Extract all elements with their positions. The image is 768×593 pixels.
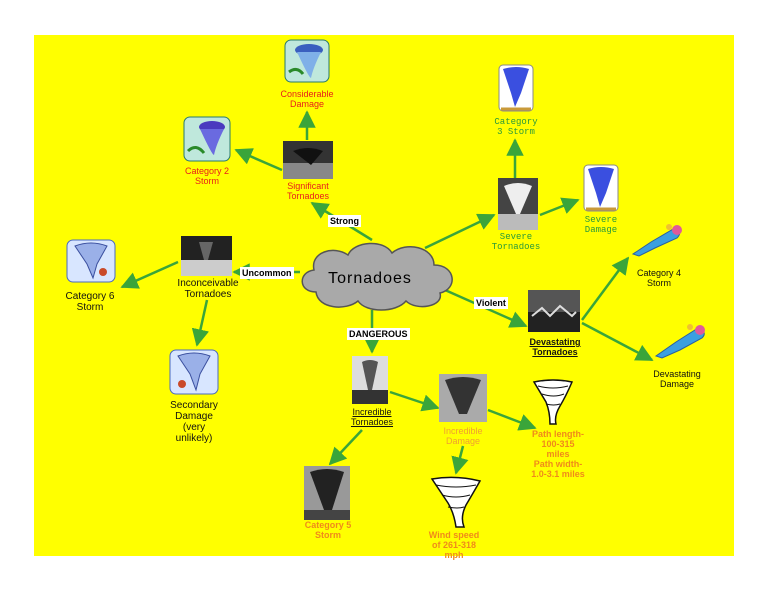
- tornado-sketch: [430, 476, 482, 528]
- tornado-cartoon-icon: [66, 239, 116, 283]
- node-label: Incredible Damage: [443, 426, 483, 446]
- node-secondary-damage[interactable]: Secondary Damage (very unlikely): [158, 400, 230, 444]
- node-inconceivable-tornadoes[interactable]: Inconceivable Tornadoes: [170, 278, 246, 300]
- tornado-cartoon-icon: [654, 324, 705, 359]
- cloud-shape: [301, 242, 453, 311]
- center-label: Tornadoes: [328, 270, 412, 287]
- node-label: Devastating Tornadoes: [529, 337, 581, 357]
- link-devastating-cat4: [580, 256, 630, 321]
- edge-label-dangerous: DANGEROUS: [347, 328, 410, 340]
- link-incredible-cat5: [328, 429, 363, 466]
- node-incredible-damage[interactable]: Incredible Damage: [428, 426, 498, 446]
- tornado-photo: [181, 236, 232, 276]
- node-severe-tornadoes[interactable]: Severe Tornadoes: [480, 232, 552, 252]
- tornado-sketch: [532, 379, 574, 425]
- link-incdamage-path: [487, 408, 537, 431]
- edge-label-uncommon: Uncommon: [240, 267, 294, 279]
- node-wind-speed[interactable]: Wind speed of 261-318 mph: [418, 530, 490, 560]
- node-incredible-tornadoes[interactable]: Incredible Tornadoes: [336, 407, 408, 427]
- node-category-4-storm[interactable]: Category 4 Storm: [622, 268, 696, 288]
- node-label: Devastating Damage: [653, 369, 701, 389]
- node-category-6-storm[interactable]: Category 6 Storm: [52, 291, 128, 313]
- tornado-photo: [498, 178, 538, 230]
- link-severe-severedamage: [539, 197, 580, 217]
- node-label: Path length- 100-315 miles Path width- 1…: [531, 429, 585, 479]
- center-topic-tornadoes[interactable]: Tornadoes: [310, 270, 430, 288]
- tornado-cartoon-icon: [169, 349, 219, 395]
- tornado-photo: [304, 466, 350, 520]
- tornado-cartoon-icon: [583, 164, 619, 212]
- node-label: Significant Tornadoes: [286, 181, 330, 201]
- node-label: Category 2 Storm: [184, 166, 230, 186]
- tornado-photo: [352, 356, 388, 404]
- node-path-dimensions[interactable]: Path length- 100-315 miles Path width- 1…: [520, 429, 596, 479]
- node-considerable-damage[interactable]: Considerable Damage: [272, 89, 342, 109]
- node-label: Severe Damage: [584, 215, 618, 235]
- tornado-cartoon-icon: [183, 116, 231, 162]
- edge-label-strong: Strong: [328, 215, 361, 227]
- tornado-photo: [283, 141, 333, 179]
- node-label: Category 3 Storm: [494, 117, 538, 137]
- link-significant-cat2: [234, 148, 283, 172]
- node-category-5-storm[interactable]: Category 5 Storm: [292, 520, 364, 540]
- tornado-photo: [528, 290, 580, 332]
- node-label: Secondary Damage (very unlikely): [170, 400, 218, 444]
- link-center-severe: [424, 213, 496, 250]
- link-incredible-incdamage: [389, 390, 440, 412]
- link-devastating-devdamage: [581, 321, 654, 362]
- node-devastating-tornadoes[interactable]: Devastating Tornadoes: [518, 337, 592, 357]
- node-label: Category 6 Storm: [65, 291, 115, 313]
- link-incdamage-wind: [451, 445, 469, 475]
- node-significant-tornadoes[interactable]: Significant Tornadoes: [272, 181, 344, 201]
- node-label: Inconceivable Tornadoes: [177, 278, 239, 300]
- node-label: Severe Tornadoes: [491, 232, 541, 252]
- node-category-3-storm[interactable]: Category 3 Storm: [480, 117, 552, 137]
- link-inconceivable-cat6: [120, 260, 179, 289]
- tornado-cartoon-icon: [631, 224, 682, 257]
- edge-label-violent: Violent: [474, 297, 508, 309]
- node-label: Considerable Damage: [280, 89, 334, 109]
- node-devastating-damage[interactable]: Devastating Damage: [640, 369, 714, 389]
- node-label: Category 4 Storm: [636, 268, 682, 288]
- node-label: Category 5 Storm: [304, 520, 352, 540]
- node-severe-damage[interactable]: Severe Damage: [566, 215, 636, 235]
- node-label: Incredible Tornadoes: [350, 407, 394, 427]
- tornado-cartoon-icon: [284, 39, 330, 83]
- tornado-cartoon-icon: [498, 64, 534, 112]
- node-category-2-storm[interactable]: Category 2 Storm: [172, 166, 242, 186]
- tornado-photo: [439, 374, 487, 422]
- node-label: Wind speed of 261-318 mph: [428, 530, 480, 560]
- link-inconceivable-secondary: [191, 299, 209, 347]
